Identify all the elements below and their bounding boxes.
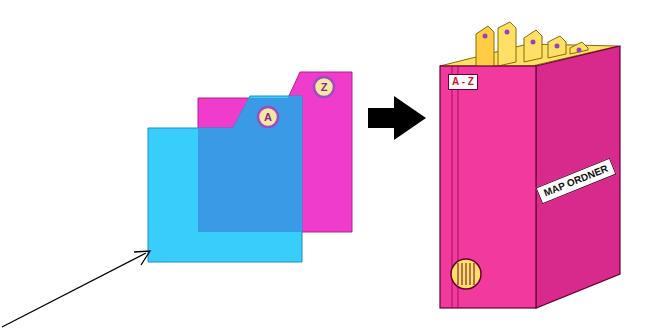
finger-hole <box>451 259 481 289</box>
spine-label: A - Z <box>448 74 478 90</box>
hole-stripe <box>466 263 467 285</box>
spine-stripe <box>458 66 459 308</box>
binder-spine <box>440 66 536 308</box>
hole-stripe <box>462 263 463 285</box>
page-tab <box>524 30 542 62</box>
page-tab <box>570 42 588 54</box>
binder-side <box>536 46 620 308</box>
tab-ring <box>314 77 334 97</box>
page-tab <box>498 22 516 66</box>
hole-stripe <box>470 263 471 285</box>
tab-dot <box>483 34 488 39</box>
tab-dot <box>577 48 582 53</box>
binder: A - ZMAP ORDNER <box>436 22 626 312</box>
leader-line <box>2 253 146 327</box>
sheet-outline <box>148 96 302 262</box>
page-tab <box>548 36 566 58</box>
sheet-overlap <box>198 96 302 232</box>
tab-dot <box>555 44 560 49</box>
tab-letter: Z <box>321 82 328 93</box>
tab-dot <box>505 30 510 35</box>
tab-dot <box>531 40 536 45</box>
tab-letter: A <box>264 112 272 123</box>
hole-stripe <box>458 263 459 285</box>
flow-arrow <box>368 96 426 140</box>
blue-sheet: A <box>148 96 302 262</box>
hole-stripe <box>474 263 475 285</box>
page-tab <box>476 26 494 70</box>
blue-sheet-shape <box>148 96 302 262</box>
tab-ring <box>258 107 278 127</box>
